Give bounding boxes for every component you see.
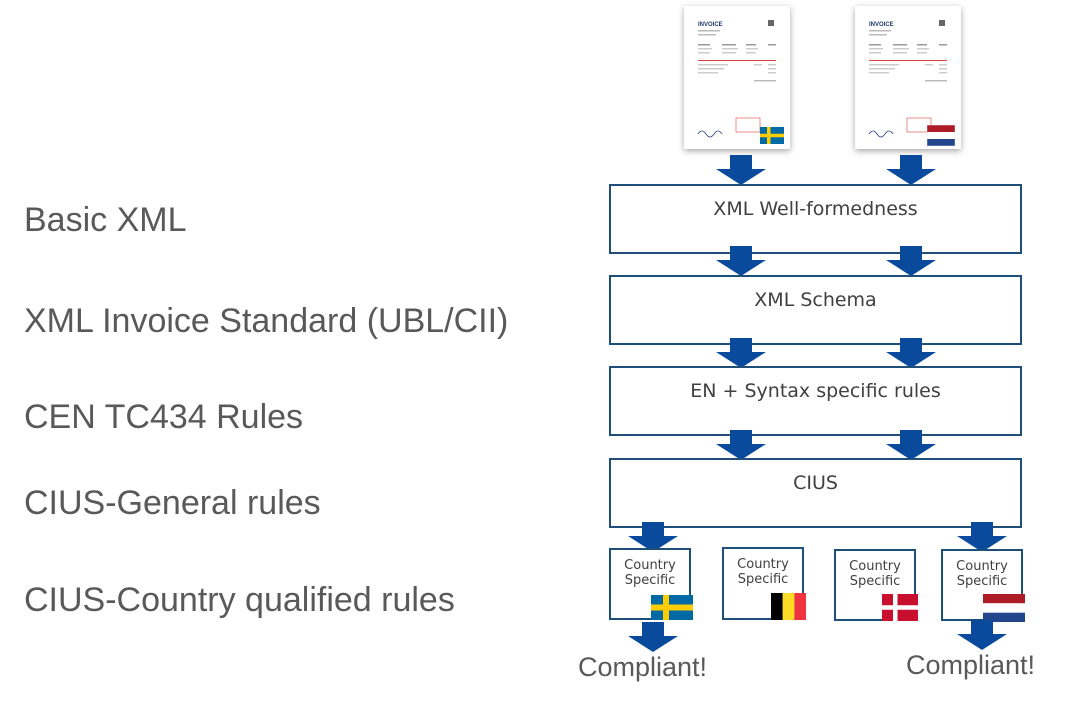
stage-label: XML Schema: [754, 289, 877, 311]
down-arrow-icon: [628, 522, 678, 552]
down-arrow-icon: [886, 155, 936, 185]
label-basic-xml: Basic XML: [24, 201, 187, 239]
netherlands-flag-icon: [983, 594, 1025, 622]
country-box-denmark: Country Specific: [834, 549, 918, 621]
invoice-title: INVOICE: [869, 22, 894, 28]
country-box-label: Country Specific: [956, 559, 1008, 589]
stage-xml-well-formedness: XML Well-formedness: [609, 184, 1022, 254]
down-arrow-icon: [886, 430, 936, 460]
invoice-title: INVOICE: [698, 22, 723, 28]
invoice-document-sweden: INVOICE: [684, 6, 790, 149]
label-cius-general: CIUS-General rules: [24, 484, 321, 522]
stage-label: CIUS: [793, 472, 838, 494]
country-box-label: Country Specific: [737, 557, 789, 587]
down-arrow-icon: [628, 622, 678, 652]
label-cius-country: CIUS-Country qualified rules: [24, 581, 455, 619]
stage-label: XML Well-formedness: [713, 198, 918, 220]
netherlands-flag-icon: [927, 125, 955, 146]
compliant-label-sweden: Compliant!: [578, 652, 708, 682]
country-box-netherlands: Country Specific: [941, 549, 1025, 622]
invoice-thumbnail: INVOICE: [868, 20, 947, 138]
invoice-thumbnail: INVOICE: [697, 20, 776, 138]
down-arrow-icon: [957, 522, 1007, 552]
country-box-sweden: Country Specific: [609, 548, 693, 620]
down-arrow-icon: [886, 338, 936, 368]
down-arrow-icon: [716, 246, 766, 276]
country-box-belgium: Country Specific: [722, 547, 806, 620]
sweden-flag-icon: [760, 127, 784, 144]
down-arrow-icon: [886, 246, 936, 276]
stage-en-syntax-rules: EN + Syntax specific rules: [609, 366, 1022, 436]
stage-cius: CIUS: [609, 458, 1022, 528]
belgium-flag-icon: [771, 593, 806, 620]
country-box-label: Country Specific: [624, 558, 676, 588]
compliant-label-netherlands: Compliant!: [906, 650, 1036, 680]
stage-label: EN + Syntax specific rules: [690, 380, 941, 402]
sweden-flag-icon: [651, 595, 693, 620]
down-arrow-icon: [957, 620, 1007, 650]
invoice-document-netherlands: INVOICE: [855, 6, 961, 149]
down-arrow-icon: [716, 430, 766, 460]
label-cen-tc434: CEN TC434 Rules: [24, 398, 304, 436]
country-box-label: Country Specific: [849, 559, 901, 589]
down-arrow-icon: [716, 338, 766, 368]
stage-xml-schema: XML Schema: [609, 275, 1022, 345]
label-xml-invoice-standard: XML Invoice Standard (UBL/CII): [24, 302, 509, 340]
down-arrow-icon: [716, 155, 766, 185]
denmark-flag-icon: [882, 594, 918, 621]
